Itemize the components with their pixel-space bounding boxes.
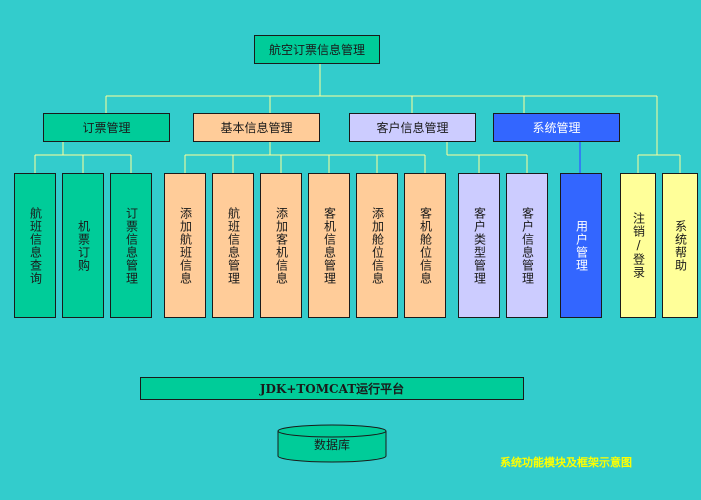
module-label: 机票订购: [76, 219, 91, 272]
database-label: 数据库: [313, 438, 350, 452]
root-node: 航空订票信息管理: [254, 35, 380, 64]
module-add-aircraft: 添加客机信息: [260, 173, 302, 318]
module-order-management: 订票信息管理: [110, 173, 152, 318]
module-label: 客机舱位信息: [418, 206, 433, 285]
module-logout-login: 注销/登录: [620, 173, 656, 318]
module-flight-management: 航班信息管理: [212, 173, 254, 318]
diagram-caption: 系统功能模块及框架示意图: [500, 456, 632, 469]
module-label: 注销/登录: [631, 212, 646, 279]
module-user-management: 用户管理: [560, 173, 602, 318]
module-add-flight: 添加航班信息: [164, 173, 206, 318]
module-customer-info: 客户信息管理: [506, 173, 548, 318]
category-basic: 基本信息管理: [193, 113, 320, 142]
category-ticket: 订票管理: [43, 113, 170, 142]
database-node: 数据库: [277, 424, 387, 464]
module-label: 订票信息管理: [124, 206, 139, 285]
module-label: 客户信息管理: [520, 206, 535, 285]
module-label: 用户管理: [574, 219, 589, 272]
module-label: 系统帮助: [673, 219, 688, 272]
category-customer: 客户信息管理: [349, 113, 476, 142]
category-label: 系统管理: [532, 121, 581, 135]
category-label: 客户信息管理: [376, 121, 449, 135]
module-label: 添加客机信息: [274, 206, 289, 285]
module-cabin-info: 客机舱位信息: [404, 173, 446, 318]
module-label: 航班信息查询: [28, 206, 43, 285]
category-label: 订票管理: [82, 121, 131, 135]
module-label: 客机信息管理: [322, 206, 337, 285]
platform-label: JDK+TOMCAT运行平台: [259, 382, 405, 396]
module-add-cabin: 添加舱位信息: [356, 173, 398, 318]
module-label: 客户类型管理: [472, 206, 487, 285]
platform-bar: JDK+TOMCAT运行平台: [140, 377, 524, 400]
root-label: 航空订票信息管理: [268, 43, 365, 57]
module-customer-type: 客户类型管理: [458, 173, 500, 318]
module-label: 添加舱位信息: [370, 206, 385, 285]
module-ticket-order: 机票订购: [62, 173, 104, 318]
category-system: 系统管理: [493, 113, 620, 142]
module-label: 添加航班信息: [178, 206, 193, 285]
module-label: 航班信息管理: [226, 206, 241, 285]
module-system-help: 系统帮助: [662, 173, 698, 318]
module-aircraft-management: 客机信息管理: [308, 173, 350, 318]
database-cylinder-icon: [277, 424, 387, 463]
module-flight-query: 航班信息查询: [14, 173, 56, 318]
category-label: 基本信息管理: [220, 121, 293, 135]
